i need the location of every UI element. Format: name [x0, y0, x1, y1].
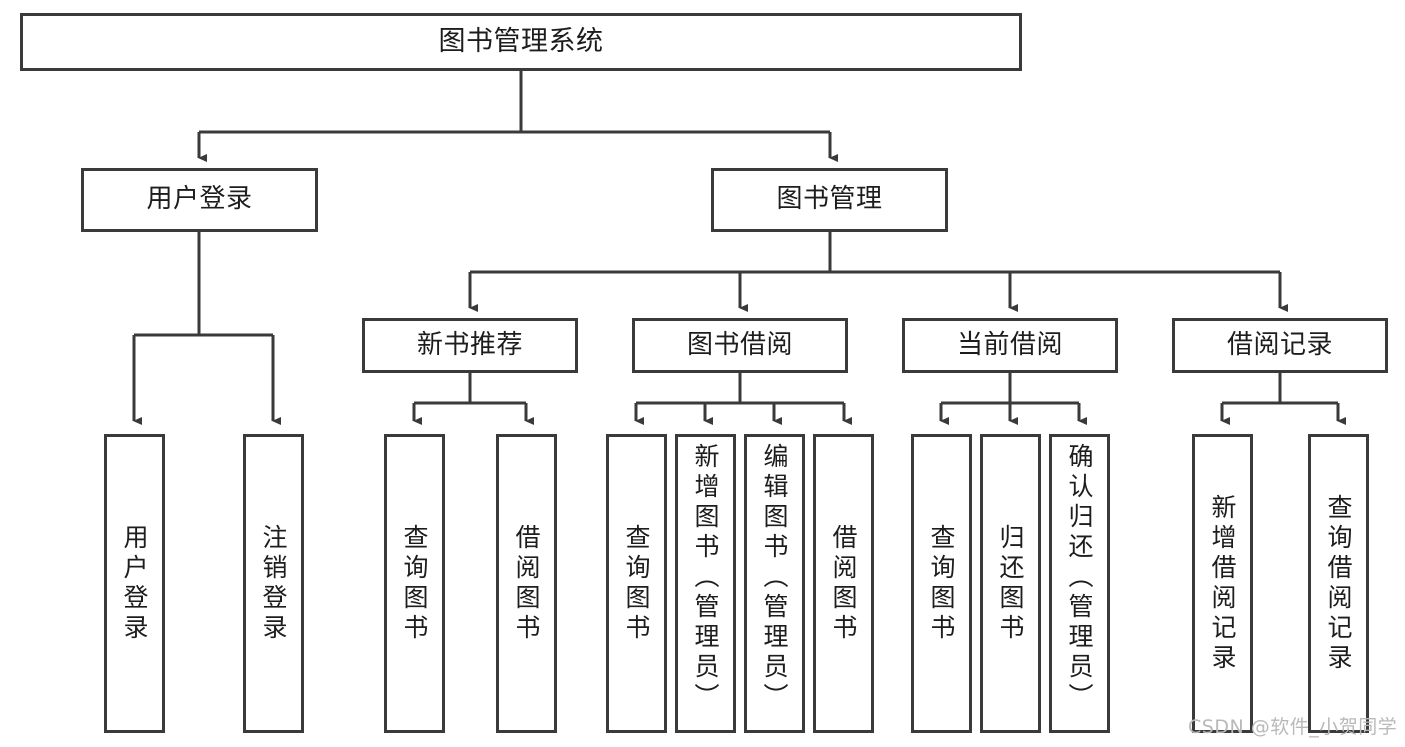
node-label: 查询图书: [927, 523, 956, 644]
node-label: 新书推荐: [416, 329, 523, 360]
node-label: 查询图书: [622, 523, 651, 644]
node-label: 图书借阅: [686, 329, 793, 360]
node-label: 查询图书: [400, 523, 429, 644]
node-label: 用户登录: [120, 523, 149, 644]
node-label: 图书管理系统: [438, 25, 604, 57]
node-current-borrowing[interactable]: 当前借阅: [902, 318, 1118, 373]
node-label: 编辑图书（管理员）: [760, 443, 789, 713]
node-label: 注销登录: [259, 523, 288, 644]
node-label: 借阅记录: [1226, 329, 1333, 360]
leaf-logout[interactable]: 注销登录: [243, 434, 304, 733]
node-user-login[interactable]: 用户登录: [81, 168, 318, 232]
leaf-user-login[interactable]: 用户登录: [104, 434, 165, 733]
leaf-add-book-admin[interactable]: 新增图书（管理员）: [675, 434, 736, 733]
node-label: 查询借阅记录: [1324, 493, 1353, 674]
leaf-borrow-book[interactable]: 借阅图书: [813, 434, 874, 733]
leaf-search-book-borrow[interactable]: 查询图书: [606, 434, 667, 733]
node-new-book-recommendation[interactable]: 新书推荐: [362, 318, 578, 373]
leaf-search-book-current[interactable]: 查询图书: [911, 434, 972, 733]
leaf-search-book-newbook[interactable]: 查询图书: [384, 434, 445, 733]
node-label: 图书管理: [776, 184, 883, 215]
leaf-confirm-return-admin[interactable]: 确认归还（管理员）: [1049, 434, 1110, 733]
node-book-borrowing[interactable]: 图书借阅: [632, 318, 848, 373]
node-label: 借阅图书: [829, 523, 858, 644]
leaf-return-book[interactable]: 归还图书: [980, 434, 1041, 733]
node-book-management[interactable]: 图书管理: [711, 168, 948, 232]
leaf-borrow-book-newbook[interactable]: 借阅图书: [496, 434, 557, 733]
node-borrowing-record[interactable]: 借阅记录: [1172, 318, 1388, 373]
node-label: 确认归还（管理员）: [1065, 443, 1094, 713]
node-label: 借阅图书: [512, 523, 541, 644]
node-label: 新增借阅记录: [1208, 493, 1237, 674]
node-label: 归还图书: [996, 523, 1025, 644]
node-root-book-management-system[interactable]: 图书管理系统: [20, 13, 1022, 71]
node-label: 用户登录: [146, 184, 253, 215]
leaf-edit-book-admin[interactable]: 编辑图书（管理员）: [744, 434, 805, 733]
csdn-watermark: CSDN @软件_小贺同学: [1188, 716, 1398, 738]
leaf-search-borrow-record[interactable]: 查询借阅记录: [1308, 434, 1369, 733]
node-label: 当前借阅: [956, 329, 1063, 360]
leaf-add-borrow-record[interactable]: 新增借阅记录: [1192, 434, 1253, 733]
node-label: 新增图书（管理员）: [691, 443, 720, 713]
